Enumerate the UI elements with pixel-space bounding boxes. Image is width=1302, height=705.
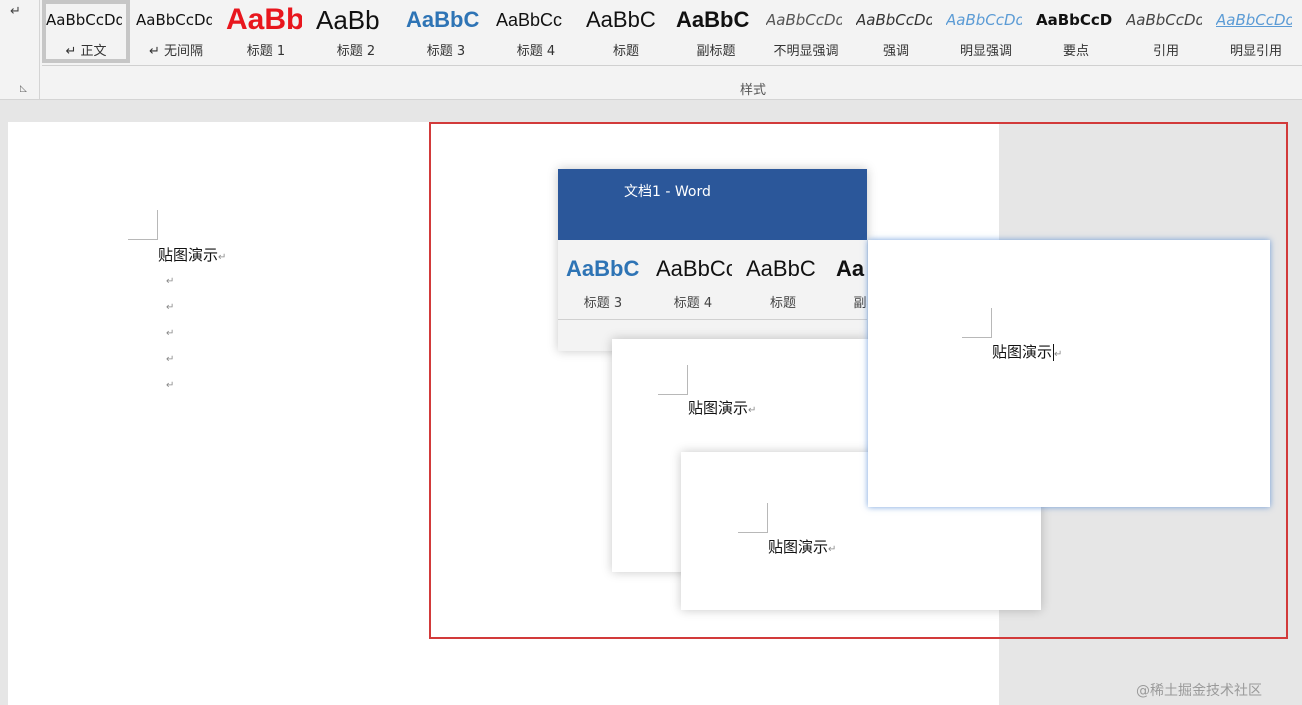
style-label: 明显强调 — [959, 44, 1012, 59]
word-window-title: 文档1 - Word — [624, 184, 711, 200]
style-label: 要点 — [1062, 44, 1089, 59]
style-label: ↵ 无间隔 — [148, 44, 204, 59]
paragraph-mark: ↵ — [1054, 349, 1063, 360]
paste-paragraph: 贴图演示↵ — [688, 397, 756, 418]
paragraph-mark: ↵ — [828, 544, 837, 555]
style-label: 副标题 — [696, 44, 736, 59]
margin-corner-mark — [738, 503, 768, 533]
style-sample: AaBbCcD — [1036, 11, 1112, 29]
empty-paragraph-mark: ↵ — [166, 354, 175, 365]
style-tile[interactable]: AaBbCcDd 明显引用 — [1212, 0, 1300, 63]
style-sample: AaBbC — [676, 7, 750, 32]
paste-text: 贴图演示 — [768, 538, 829, 556]
style-sample: AaBbCcDd — [946, 11, 1022, 29]
style-sample: AaBbCcDd — [1126, 11, 1202, 29]
style-sample: AaBbCcDd — [766, 11, 842, 29]
style-label: ↵ 正文 — [65, 44, 107, 59]
empty-paragraph-mark: ↵ — [166, 380, 175, 391]
style-sample: AaBb — [316, 6, 380, 34]
style-label: 不明显强调 — [773, 44, 839, 59]
style-tile[interactable]: AaBbCcD 要点 — [1032, 0, 1120, 63]
paste-text: 贴图演示 — [992, 343, 1053, 361]
style-tile[interactable]: AaBbCcDd ↵ 无间隔 — [132, 0, 220, 63]
style-tile[interactable]: AaBbCcDd 不明显强调 — [762, 0, 850, 63]
mini-style-tile: AaBbCc 标题 4 — [648, 240, 738, 320]
style-sample: AaBbCcDd — [46, 11, 122, 29]
pasted-word-screenshot[interactable]: 文档1 - Word AaBbC 标题 3 AaBbCc 标题 4 AaBbC 标题 Aa 副… — [558, 169, 867, 351]
style-label: 强调 — [882, 44, 909, 59]
margin-corner-mark — [962, 308, 992, 338]
style-tile[interactable]: AaBbC 标题 3 — [402, 0, 490, 63]
mini-style-sample: AaBbC — [746, 256, 816, 281]
ribbon-left-strip: ↵ ◺ — [0, 0, 40, 100]
style-label: 标题 4 — [516, 44, 556, 59]
empty-paragraph-mark: ↵ — [166, 302, 175, 313]
styles-group-label: 样式 — [740, 83, 767, 98]
document-paragraph[interactable]: 贴图演示↵ — [158, 244, 226, 265]
style-tile[interactable]: AaBbCcDd 强调 — [852, 0, 940, 63]
style-label: 标题 — [612, 44, 639, 59]
style-sample: AaBb — [226, 6, 302, 34]
mini-style-label: 标题 4 — [673, 296, 713, 311]
mini-style-label: 标题 — [769, 296, 796, 311]
mini-style-tile: AaBbC 标题 3 — [558, 240, 648, 320]
mini-style-sample: AaBbCc — [656, 256, 732, 281]
style-tile[interactable]: AaBbCcDd 明显强调 — [942, 0, 1030, 63]
selection-rectangle — [429, 122, 1288, 639]
empty-paragraph-mark: ↵ — [166, 276, 175, 287]
paragraph-mark-icon[interactable]: ↵ — [10, 4, 21, 19]
style-tile[interactable]: AaBbC 副标题 — [672, 0, 760, 63]
style-gallery: AaBbCcDd ↵ 正文 AaBbCcDd ↵ 无间隔 AaBb 标题 1 AaBb 标题 … — [42, 0, 1302, 66]
style-sample: AaBbCc — [496, 10, 563, 30]
mini-style-tile: Aa 副标题 — [828, 240, 867, 320]
paragraph-mark: ↵ — [748, 405, 757, 416]
style-tile[interactable]: AaBbCcDd 引用 — [1122, 0, 1210, 63]
mini-style-label: 副标题 — [853, 296, 867, 311]
style-sample: AaBbCcDd — [856, 11, 932, 29]
style-tile[interactable]: AaBb 标题 1 — [222, 0, 310, 63]
paste-paragraph: 贴图演示↵ — [992, 341, 1062, 362]
style-label: 明显引用 — [1229, 44, 1282, 59]
dialog-launcher-icon[interactable]: ◺ — [20, 84, 27, 94]
style-sample: AaBbC — [406, 7, 480, 32]
paste-text: 贴图演示 — [688, 399, 749, 417]
style-sample: AaBbCcDd — [1216, 11, 1292, 29]
style-tile[interactable]: AaBbCcDd ↵ 正文 — [42, 0, 130, 63]
text-caret — [1053, 344, 1055, 361]
mini-style-label: 标题 3 — [583, 296, 623, 311]
paragraph-text: 贴图演示 — [158, 246, 219, 264]
margin-corner-mark — [128, 210, 158, 240]
style-tile[interactable]: AaBbCc 标题 4 — [492, 0, 580, 63]
mini-style-tile: AaBbC 标题 — [738, 240, 828, 320]
word-title-bar: 文档1 - Word — [558, 169, 867, 240]
style-tile[interactable]: AaBbC 标题 — [582, 0, 670, 63]
margin-corner-mark — [658, 365, 688, 395]
style-tile[interactable]: AaBb 标题 2 — [312, 0, 400, 63]
pasted-image-focused[interactable]: 贴图演示↵ — [868, 240, 1270, 507]
mini-style-sample: AaBbC — [566, 256, 640, 281]
watermark: @稀土掘金技术社区 — [1136, 683, 1262, 699]
style-sample: AaBbC — [586, 7, 656, 32]
style-label: 标题 2 — [336, 44, 376, 59]
style-label: 引用 — [1152, 44, 1179, 59]
style-sample: AaBbCcDd — [136, 11, 212, 29]
paste-paragraph: 贴图演示↵ — [768, 536, 836, 557]
mini-style-sample: Aa — [836, 256, 865, 281]
style-label: 标题 3 — [426, 44, 466, 59]
style-label: 标题 1 — [246, 44, 286, 59]
empty-paragraph-mark: ↵ — [166, 328, 175, 339]
paragraph-mark: ↵ — [218, 252, 227, 263]
mini-style-gallery: AaBbC 标题 3 AaBbCc 标题 4 AaBbC 标题 Aa 副标题 — [558, 240, 867, 320]
